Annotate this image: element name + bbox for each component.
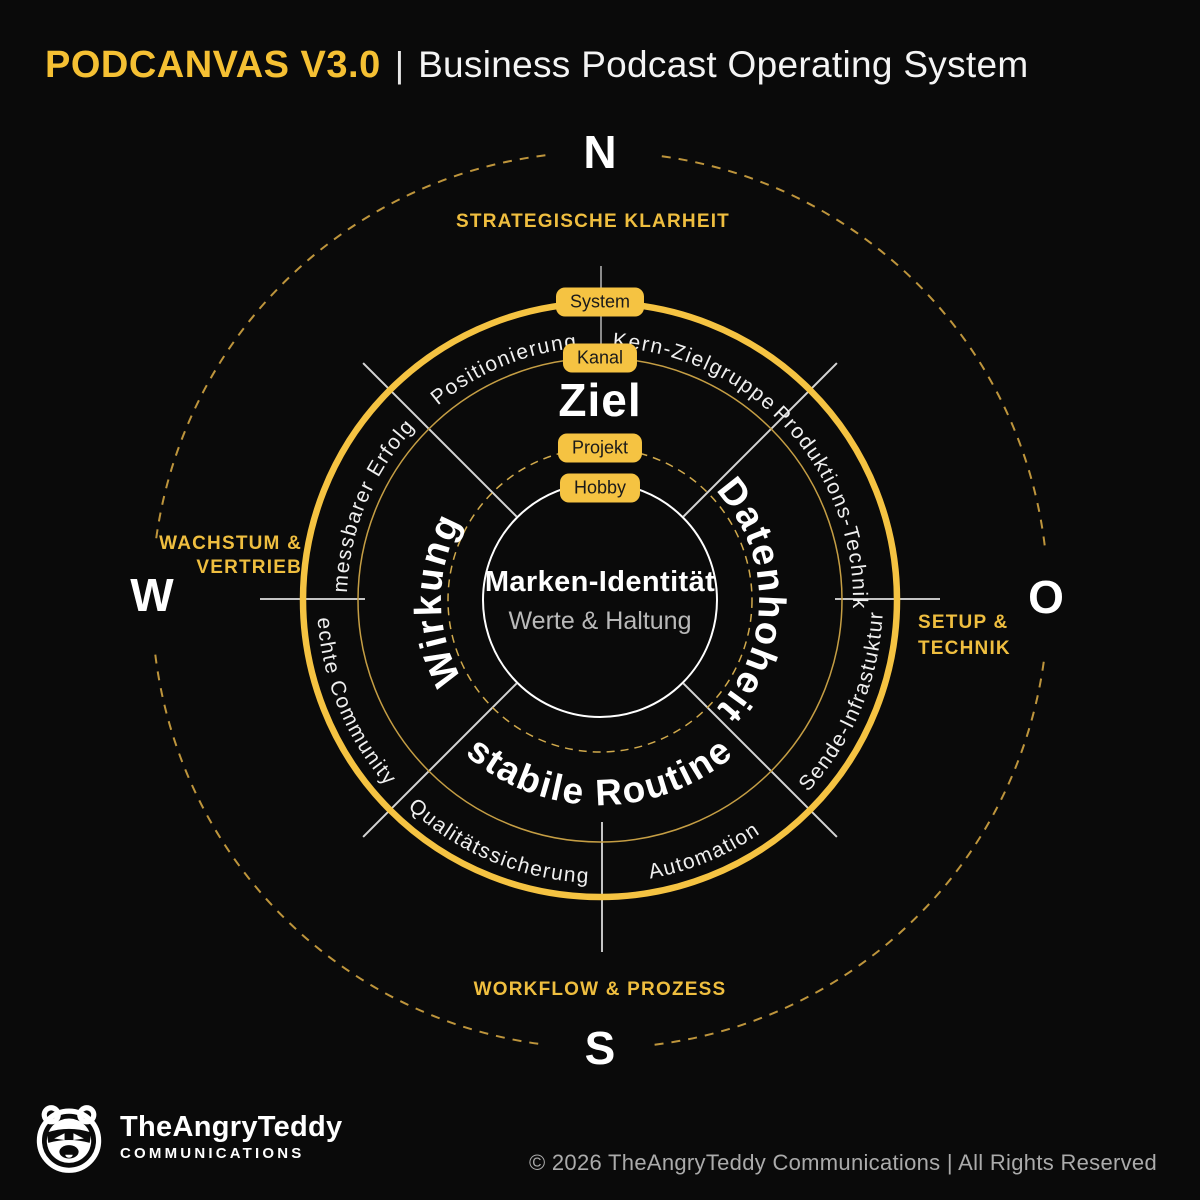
brand-title: PODCANVAS V3.0 <box>45 44 381 86</box>
outer-label-setup-technik: SETUP & TECHNIK <box>918 612 1011 659</box>
maturity-pill-projekt: Projekt <box>557 433 643 463</box>
compass-east: O <box>1028 571 1064 623</box>
outer-label-wachstum-vertrieb: WACHSTUM & VERTRIEB <box>159 533 302 578</box>
logo-subtitle: COMMUNICATIONS <box>120 1145 305 1162</box>
center-subtitle: Werte & Haltung <box>508 607 692 635</box>
subtitle: Business Podcast Operating System <box>418 44 1029 85</box>
logo-text: TheAngryTeddy COMMUNICATIONS <box>120 1112 343 1162</box>
compass-west: W <box>130 569 174 621</box>
svg-text:echte Community: echte Community <box>313 616 402 790</box>
outer-dashed-circle <box>154 154 1046 1046</box>
svg-text:messbarer Erfolg: messbarer Erfolg <box>329 414 420 593</box>
logo-title: TheAngryTeddy <box>120 1111 343 1143</box>
svg-text:stabile Routine: stabile Routine <box>460 728 741 813</box>
center-core: Marken-Identität Werte & Haltung <box>480 566 720 636</box>
title-separator: | <box>394 44 405 85</box>
brand-logo: TheAngryTeddy COMMUNICATIONS <box>32 1100 343 1174</box>
quadrant-labels: Wirkung Datenhoheit stabile Routine <box>408 470 793 814</box>
quadrant-label-stabile-routine: stabile Routine <box>460 728 739 813</box>
ring-label-automation: Automation <box>647 818 763 884</box>
quadrant-label-wirkung: Wirkung <box>408 506 468 692</box>
page-title: PODCANVAS V3.0 | Business Podcast Operat… <box>45 44 1029 87</box>
svg-text:Sende-Infrastuktur: Sende-Infrastuktur <box>794 610 887 795</box>
maturity-pill-kanal: Kanal <box>562 343 638 373</box>
ring-label-sende-infrastuktur: Sende-Infrastuktur <box>794 610 886 795</box>
svg-text:Automation: Automation <box>647 818 765 884</box>
compass-north: N <box>583 126 616 178</box>
outer-label-workflow-prozess: WORKFLOW & PROZESS <box>473 979 727 1000</box>
center-title: Marken-Identität <box>484 566 716 598</box>
quadrant-label-datenhoheit: Datenhoheit <box>709 470 791 732</box>
outer-label-strategische-klarheit: STRATEGISCHE KLARHEIT <box>456 211 730 232</box>
quadrant-label-ziel: Ziel <box>558 374 642 426</box>
maturity-pill-hobby: Hobby <box>559 473 641 503</box>
teddy-bear-icon <box>36 1105 102 1173</box>
maturity-pill-system: System <box>555 287 645 317</box>
ring-label-echte-community: echte Community <box>313 616 400 790</box>
svg-text:Datenhoheit: Datenhoheit <box>709 470 793 732</box>
svg-text:Wirkung: Wirkung <box>408 506 470 692</box>
ring-label-messbarer-erfolg: messbarer Erfolg <box>329 414 418 593</box>
copyright-notice: © 2026 TheAngryTeddy Communications | Al… <box>528 1150 1157 1175</box>
compass-south: S <box>585 1022 616 1074</box>
